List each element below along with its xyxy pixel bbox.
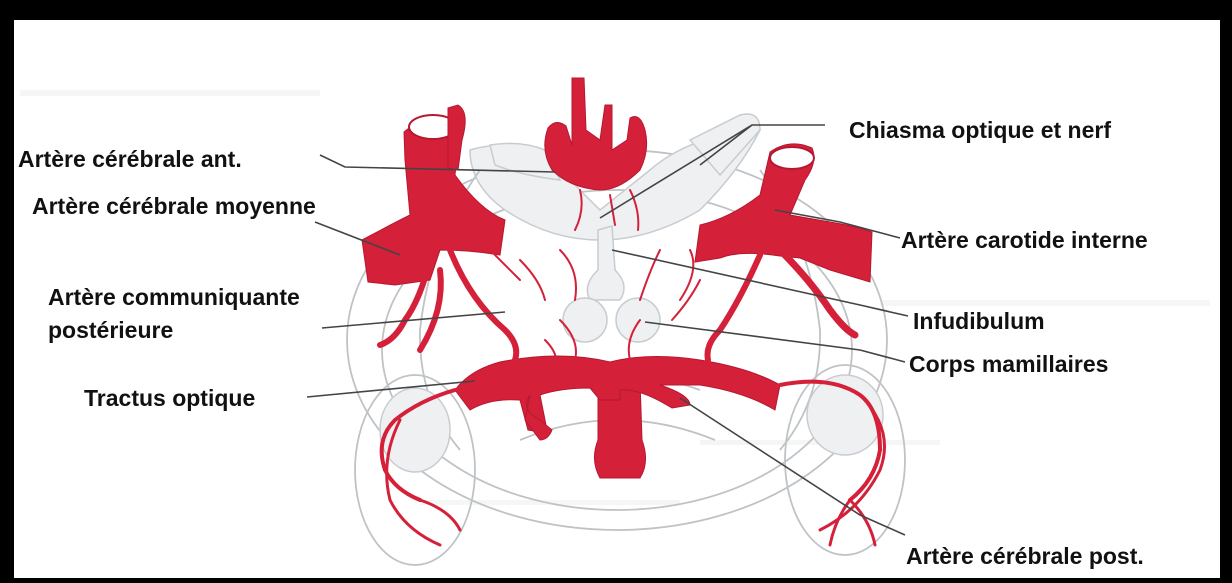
temporal-lobe-left: [380, 388, 450, 472]
diagram-frame: Chiasma optique et nerf Artère cérébrale…: [14, 20, 1220, 578]
posterior-communicating-left: [448, 105, 465, 170]
pcom-right-vessel: [708, 255, 761, 360]
internal-carotid-left: [362, 118, 505, 285]
anterior-cerebral-artery: [545, 78, 647, 190]
label-cerebrale-post: Artère cérébrale post.: [906, 543, 1144, 570]
label-cerebrale-moyenne: Artère cérébrale moyenne: [32, 193, 316, 220]
label-carotide-interne: Artère carotide interne: [901, 227, 1148, 254]
label-corps-mamillaires: Corps mamillaires: [909, 351, 1108, 378]
label-tractus-optique: Tractus optique: [84, 385, 255, 412]
label-communiquante-2: postérieure: [48, 317, 173, 344]
label-chiasma: Chiasma optique et nerf: [849, 117, 1111, 144]
label-communiquante-1: Artère communiquante: [48, 284, 300, 311]
leader-corps-mamillaires: [645, 322, 905, 362]
carotid-lumen-right: [770, 147, 814, 169]
label-infudibulum: Infudibulum: [913, 308, 1045, 335]
mamillary-body-right: [616, 298, 660, 342]
mamillary-body-left: [563, 298, 607, 342]
label-cerebrale-ant: Artère cérébrale ant.: [18, 146, 242, 173]
